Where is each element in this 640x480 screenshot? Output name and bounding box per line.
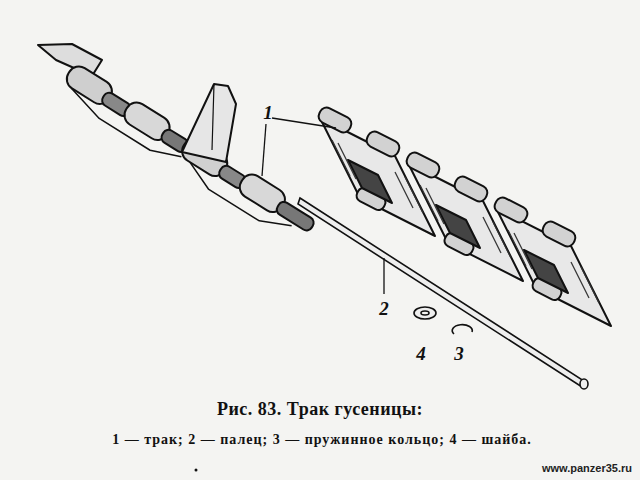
callout-number: 2 — [379, 299, 389, 318]
callout-number: 4 — [416, 344, 426, 363]
callout-number: 3 — [454, 344, 464, 363]
watermark: www.panzer35.ru — [542, 462, 632, 474]
callout-number: 1 — [263, 103, 273, 122]
parts-key: 1 — трак; 2 — палец; 3 — пружинное кольц… — [112, 432, 532, 447]
figure-caption: Рис. 83. Трак гусеницы: — [217, 400, 423, 420]
